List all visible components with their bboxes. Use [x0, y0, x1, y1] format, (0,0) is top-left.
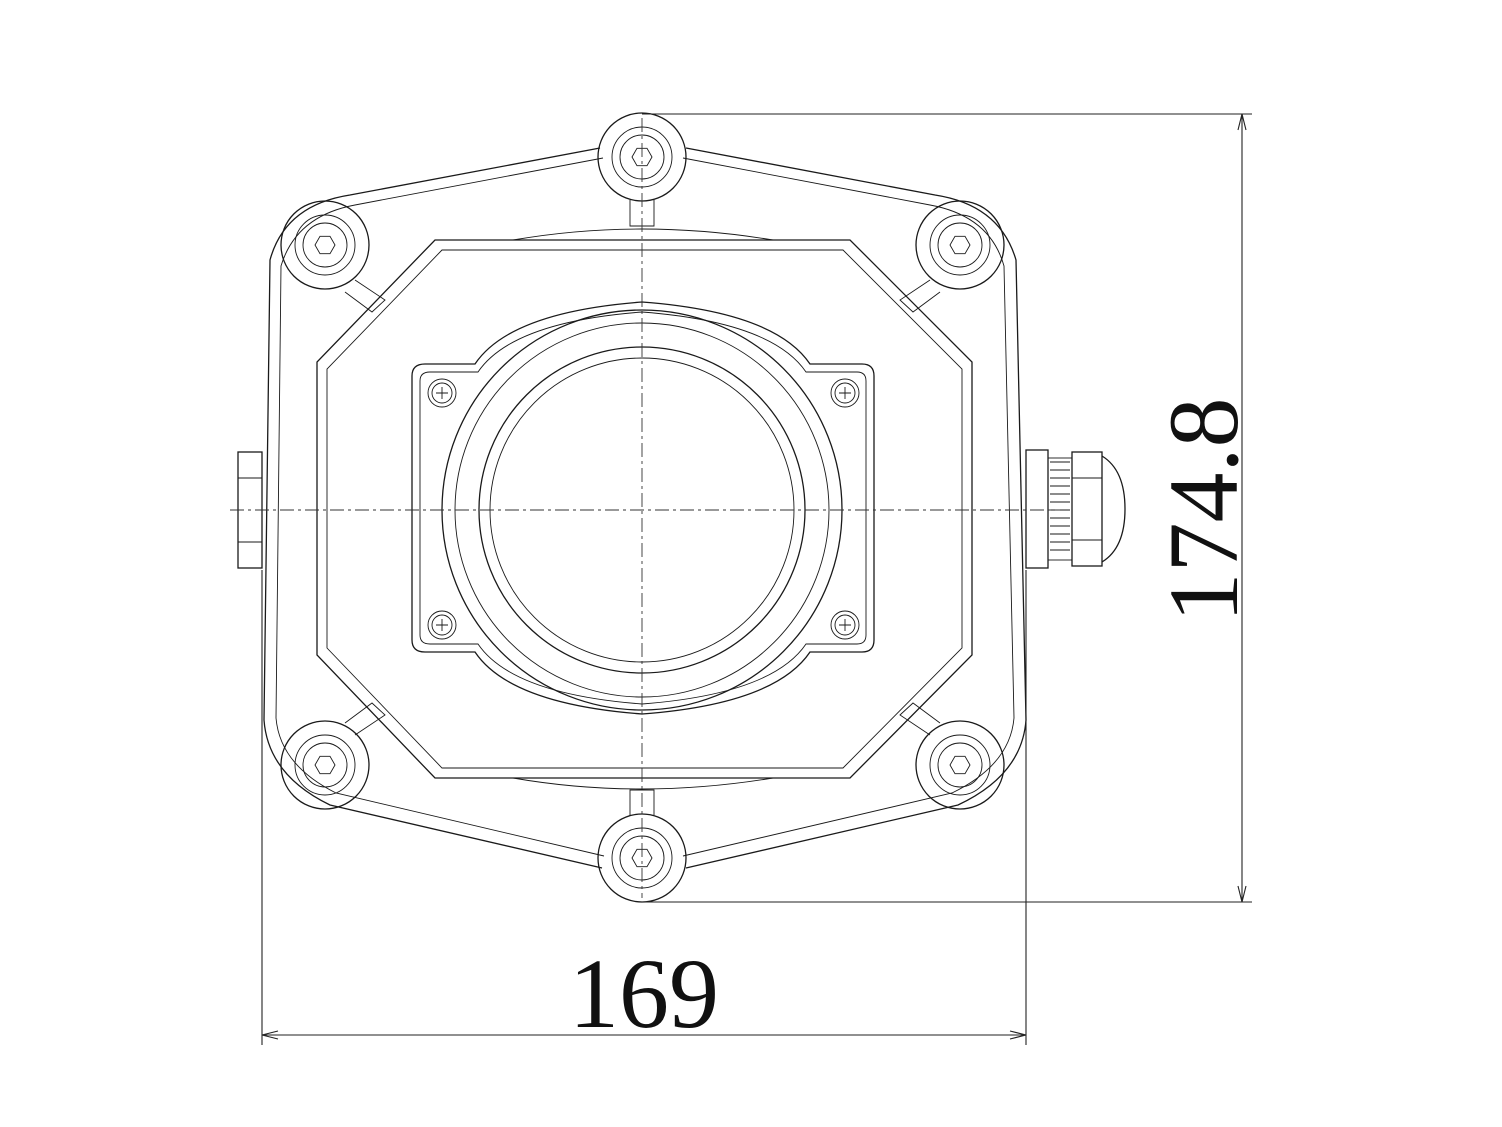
dimension-width: 169: [261, 570, 1027, 1049]
mounting-plate: [411, 301, 875, 715]
mounting-lugs: [280, 112, 1005, 903]
outer-housing: [263, 147, 1027, 869]
plate-screws: [427, 378, 860, 640]
height-dimension-label: 174.8: [1148, 398, 1259, 623]
center-lines: [230, 118, 1060, 898]
cable-gland: [1025, 449, 1126, 569]
screw-icon: [427, 610, 457, 640]
hex-bolt-icon: [915, 200, 1005, 290]
screw-icon: [427, 378, 457, 408]
octagonal-frame: [316, 228, 973, 790]
hex-bolt-icon: [280, 720, 370, 810]
screw-icon: [830, 610, 860, 640]
dimension-height: 174.8: [642, 113, 1259, 903]
width-dimension-label: 169: [569, 938, 719, 1049]
hex-bolt-icon: [280, 200, 370, 290]
screw-icon: [830, 378, 860, 408]
hex-bolt-icon: [915, 720, 1005, 810]
gland-thread: [1050, 461, 1070, 551]
